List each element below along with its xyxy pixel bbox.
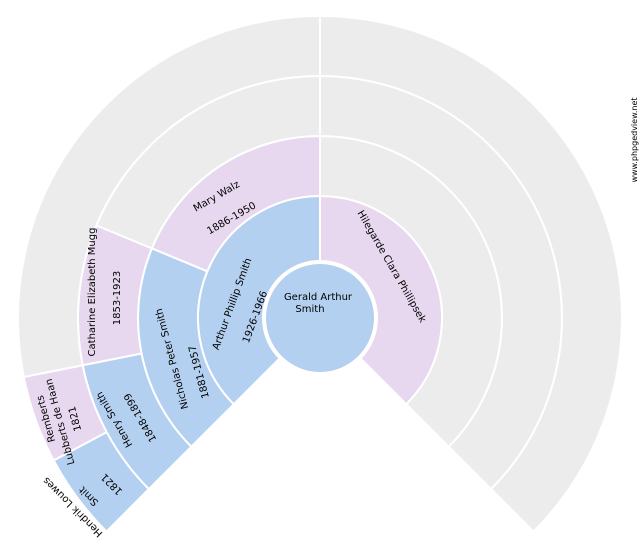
root-person-circle[interactable] [264, 262, 376, 374]
root-person-name-line2[interactable]: Smith [295, 304, 324, 315]
great-grandmother-dates[interactable]: 1853-1923 [112, 271, 123, 326]
great-grandmother-name[interactable]: Catharine Elizabeth Mugg [87, 228, 98, 357]
root-person-name-line1[interactable]: Gerald Arthur [284, 292, 353, 303]
gen4-empty-segment-b [319, 14, 623, 533]
watermark: www.phpgedview.net [630, 97, 639, 182]
